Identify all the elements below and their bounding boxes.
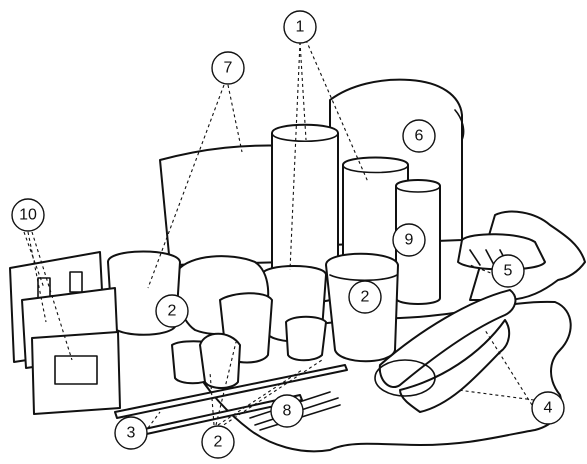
svg-text:2: 2 — [361, 289, 370, 306]
callout-9: 9 — [393, 224, 425, 256]
callout-2-left: 2 — [156, 295, 188, 327]
callout-1: 1 — [284, 11, 316, 43]
callout-4: 4 — [532, 392, 564, 424]
leader-7-a — [228, 85, 242, 152]
svg-text:9: 9 — [405, 232, 414, 249]
svg-text:7: 7 — [224, 60, 233, 77]
svg-text:8: 8 — [283, 403, 292, 420]
callout-3: 3 — [115, 417, 147, 449]
svg-text:6: 6 — [415, 128, 424, 145]
svg-text:10: 10 — [19, 207, 37, 224]
callout-2-bottom: 2 — [202, 426, 234, 458]
small-cup-3 — [286, 317, 326, 361]
callout-8: 8 — [271, 395, 303, 427]
wire-holder-front — [32, 332, 120, 414]
callout-6: 6 — [403, 120, 435, 152]
svg-text:2: 2 — [168, 303, 177, 320]
svg-text:4: 4 — [544, 400, 553, 417]
svg-text:5: 5 — [504, 263, 513, 280]
callout-5: 5 — [492, 255, 524, 287]
svg-text:2: 2 — [214, 434, 223, 451]
small-cup-4 — [200, 334, 240, 388]
callout-7: 7 — [212, 52, 244, 84]
svg-text:3: 3 — [127, 425, 136, 442]
callout-2-right: 2 — [349, 281, 381, 313]
callout-10: 10 — [12, 199, 44, 231]
svg-text:1: 1 — [296, 19, 305, 36]
